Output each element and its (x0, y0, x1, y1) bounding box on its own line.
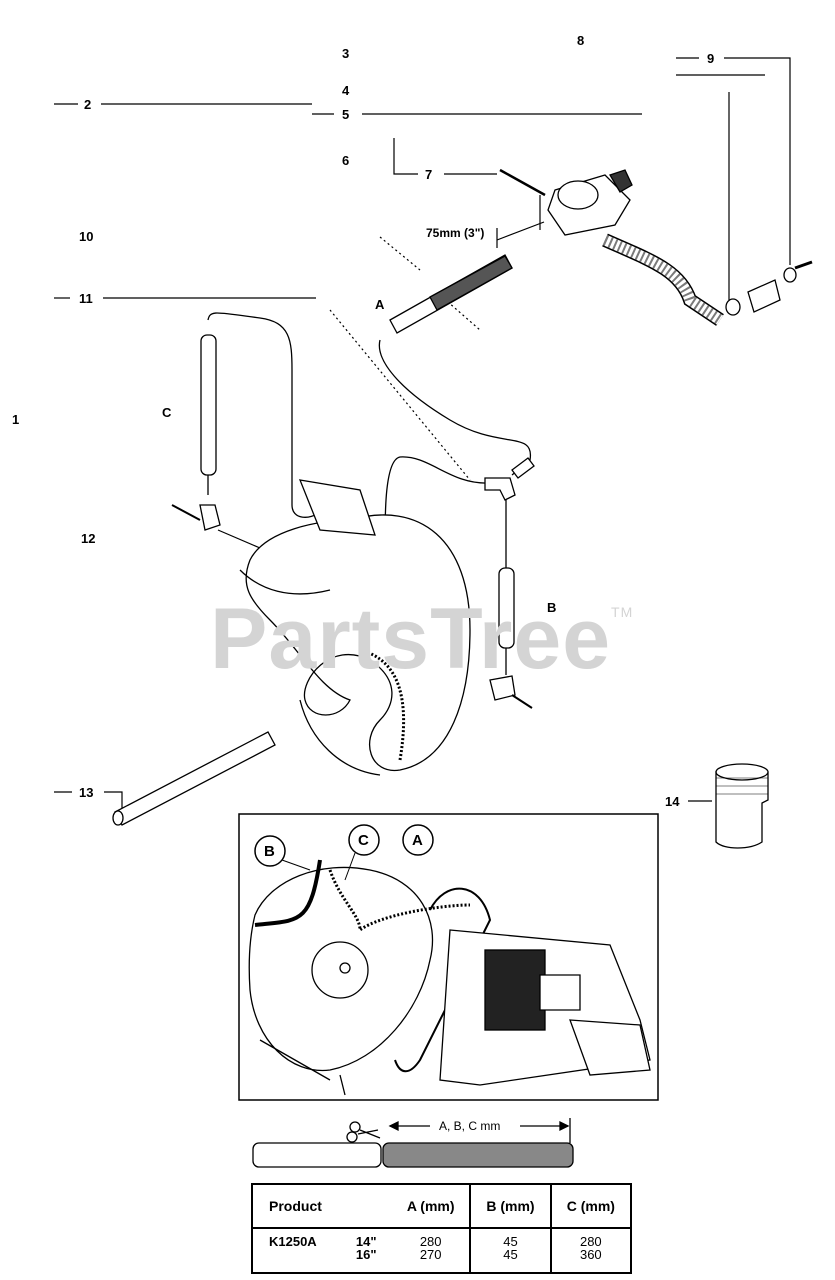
header-product: Product (252, 1184, 350, 1229)
callout-5: 5 (342, 107, 350, 122)
leader-7 (393, 138, 418, 175)
spec-header-row: Product A (mm) B (mm) C (mm) (252, 1184, 631, 1229)
size-14: 14" (355, 1234, 377, 1249)
tube-cut (382, 1142, 574, 1168)
leader-12 (217, 529, 261, 549)
callout-6: 6 (342, 153, 350, 168)
a-value-14: 280 (419, 1234, 442, 1249)
inset-label-b: B (264, 843, 275, 860)
header-a: A (mm) (392, 1184, 471, 1229)
callout-9: 9 (707, 51, 715, 66)
callout-7: 7 (425, 167, 433, 182)
callout-11: 11 (79, 291, 93, 306)
spec-row: K1250A 14" 16" 280 270 45 45 280 360 (252, 1228, 631, 1273)
a-value-16: 270 (419, 1247, 442, 1262)
leader-13b (104, 791, 123, 815)
callout-8: 8 (577, 33, 585, 48)
c-value-16: 360 (579, 1247, 602, 1262)
callout-3: 3 (342, 46, 350, 61)
a-cell: 280 270 (392, 1228, 470, 1273)
watermark: PartsTreeTM (210, 591, 634, 687)
c-cell: 280 360 (549, 1228, 631, 1273)
header-c: C (mm) (549, 1184, 631, 1229)
leader-9b (724, 57, 791, 265)
cut-length-label: A, B, C mm (439, 1119, 501, 1133)
b-cell: 45 45 (469, 1228, 551, 1273)
callout-4: 4 (342, 83, 350, 98)
spec-table: Product A (mm) B (mm) C (mm) K1250A 14" … (251, 1183, 632, 1274)
dimension-label: 75mm (3") (426, 226, 485, 240)
c-value-14: 280 (579, 1234, 602, 1249)
model-cell: K1250A (269, 1234, 317, 1249)
size-cell: 14" 16" (350, 1228, 392, 1273)
b-value-16: 45 (503, 1247, 518, 1262)
callout-1: 1 (12, 412, 20, 427)
callout-10: 10 (79, 229, 94, 244)
hose-label-c: C (162, 405, 172, 420)
hose-label-a: A (375, 297, 385, 312)
dim-line (496, 221, 545, 241)
hose-label-b: B (547, 600, 557, 615)
callout-14: 14 (665, 794, 680, 809)
tube-plain (252, 1142, 382, 1168)
callout-13: 13 (79, 785, 94, 800)
size-16: 16" (355, 1247, 377, 1262)
callout-12: 12 (81, 531, 96, 546)
callout-2: 2 (84, 97, 92, 112)
inset-label-c: C (358, 832, 369, 849)
header-b: B (mm) (469, 1184, 551, 1229)
inset-label-a: A (412, 832, 423, 849)
b-value-14: 45 (503, 1234, 518, 1249)
